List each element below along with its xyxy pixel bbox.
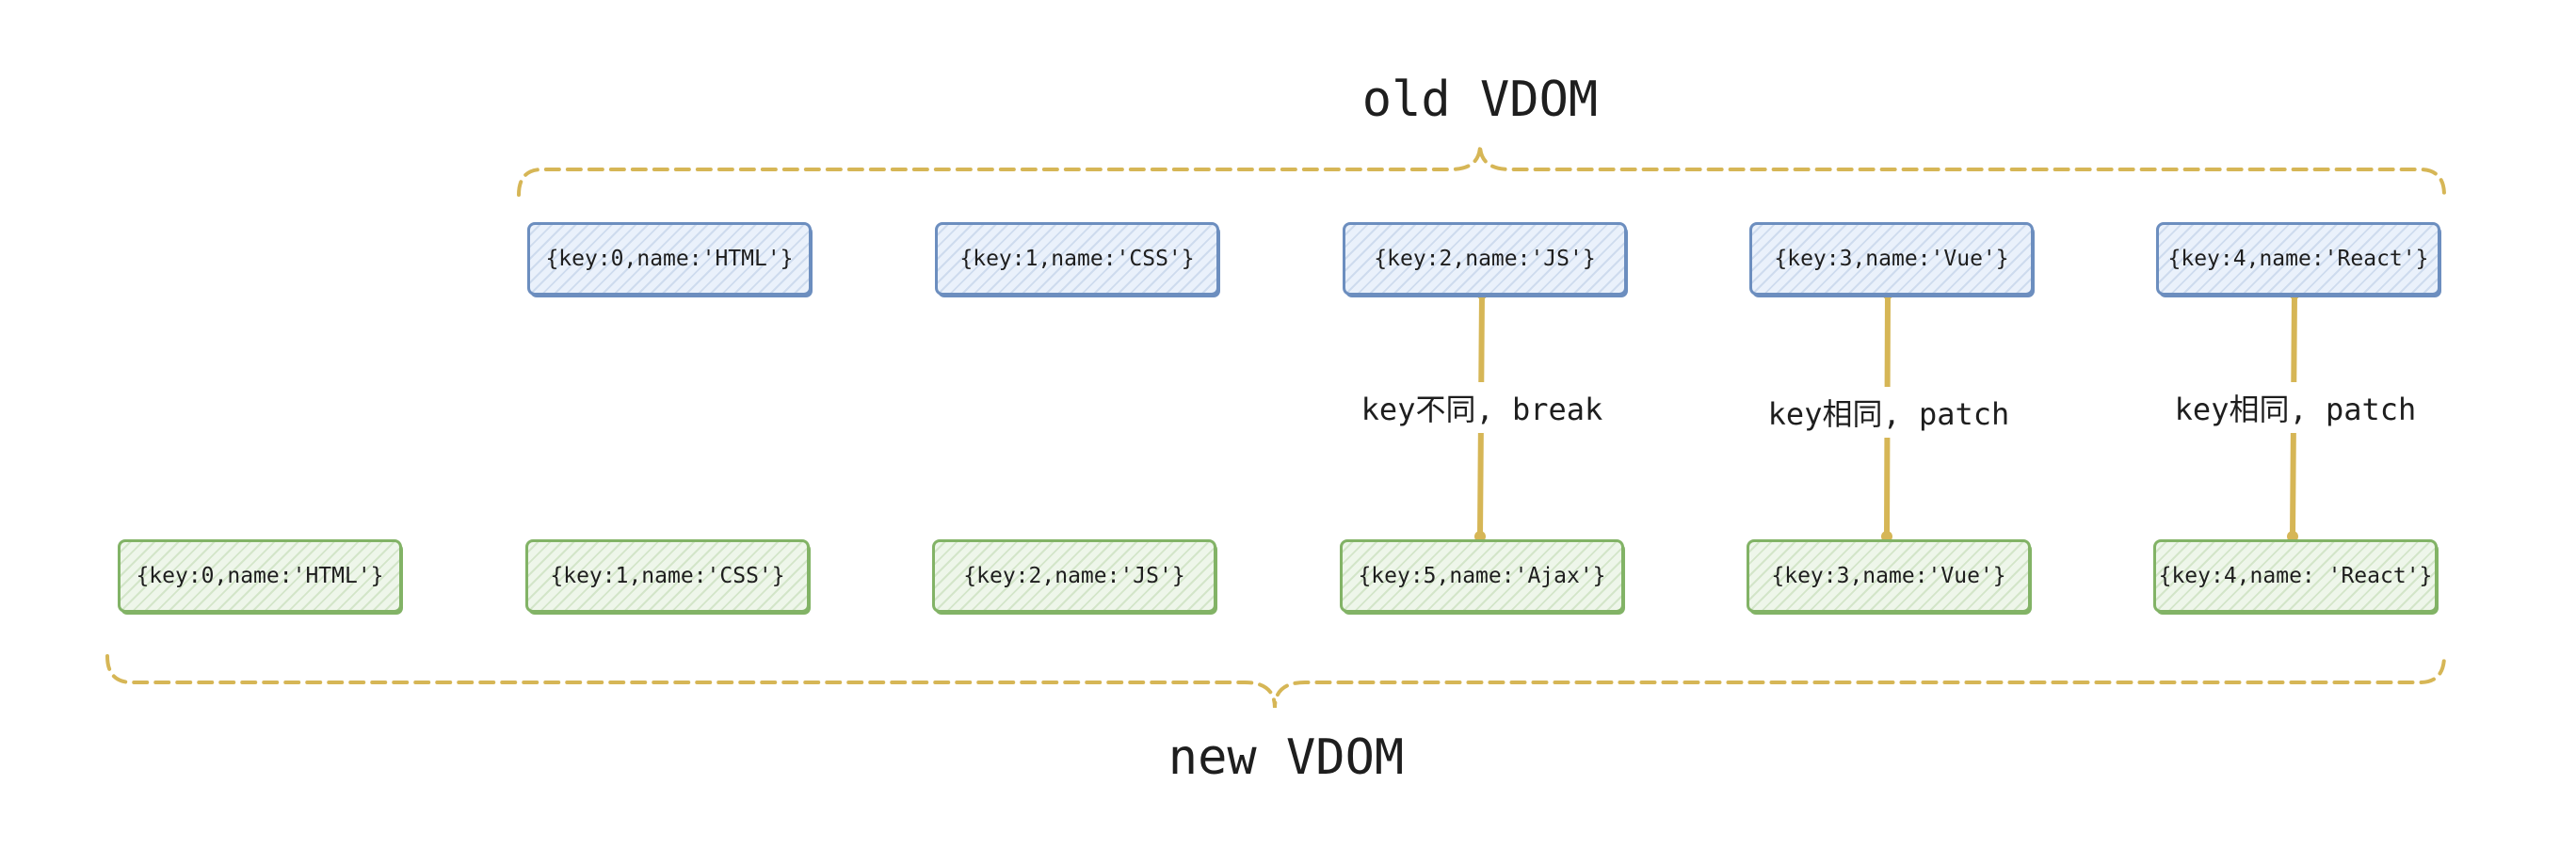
old-vdom-brace (517, 144, 2446, 197)
new-vdom-title: new VDOM (1167, 729, 1405, 786)
new-node-key-0: {key:0,name:'HTML'} (118, 539, 402, 613)
old-node-key-0: {key:0,name:'HTML'} (527, 222, 812, 296)
old-node-key-4: {key:4,name:'React'} (2156, 222, 2440, 296)
old-vdom-title: old VDOM (1361, 72, 1599, 128)
new-node-key-2: {key:2,name:'JS'} (932, 539, 1216, 613)
new-node-key-1: {key:1,name:'CSS'} (525, 539, 810, 613)
edge-label-break: key不同, break (1355, 382, 1609, 433)
new-node-key-4: {key:4,name: 'React'} (2153, 539, 2438, 613)
edge-label-patch-vue: key相同, patch (1762, 387, 2016, 438)
old-node-key-1: {key:1,name:'CSS'} (935, 222, 1219, 296)
new-vdom-brace (105, 654, 2446, 709)
new-node-key-3: {key:3,name:'Vue'} (1747, 539, 2031, 613)
edge-label-patch-react: key相同, patch (2168, 382, 2423, 433)
old-node-key-3: {key:3,name:'Vue'} (1749, 222, 2034, 296)
old-node-key-2: {key:2,name:'JS'} (1343, 222, 1627, 296)
new-node-key-5: {key:5,name:'Ajax'} (1340, 539, 1624, 613)
